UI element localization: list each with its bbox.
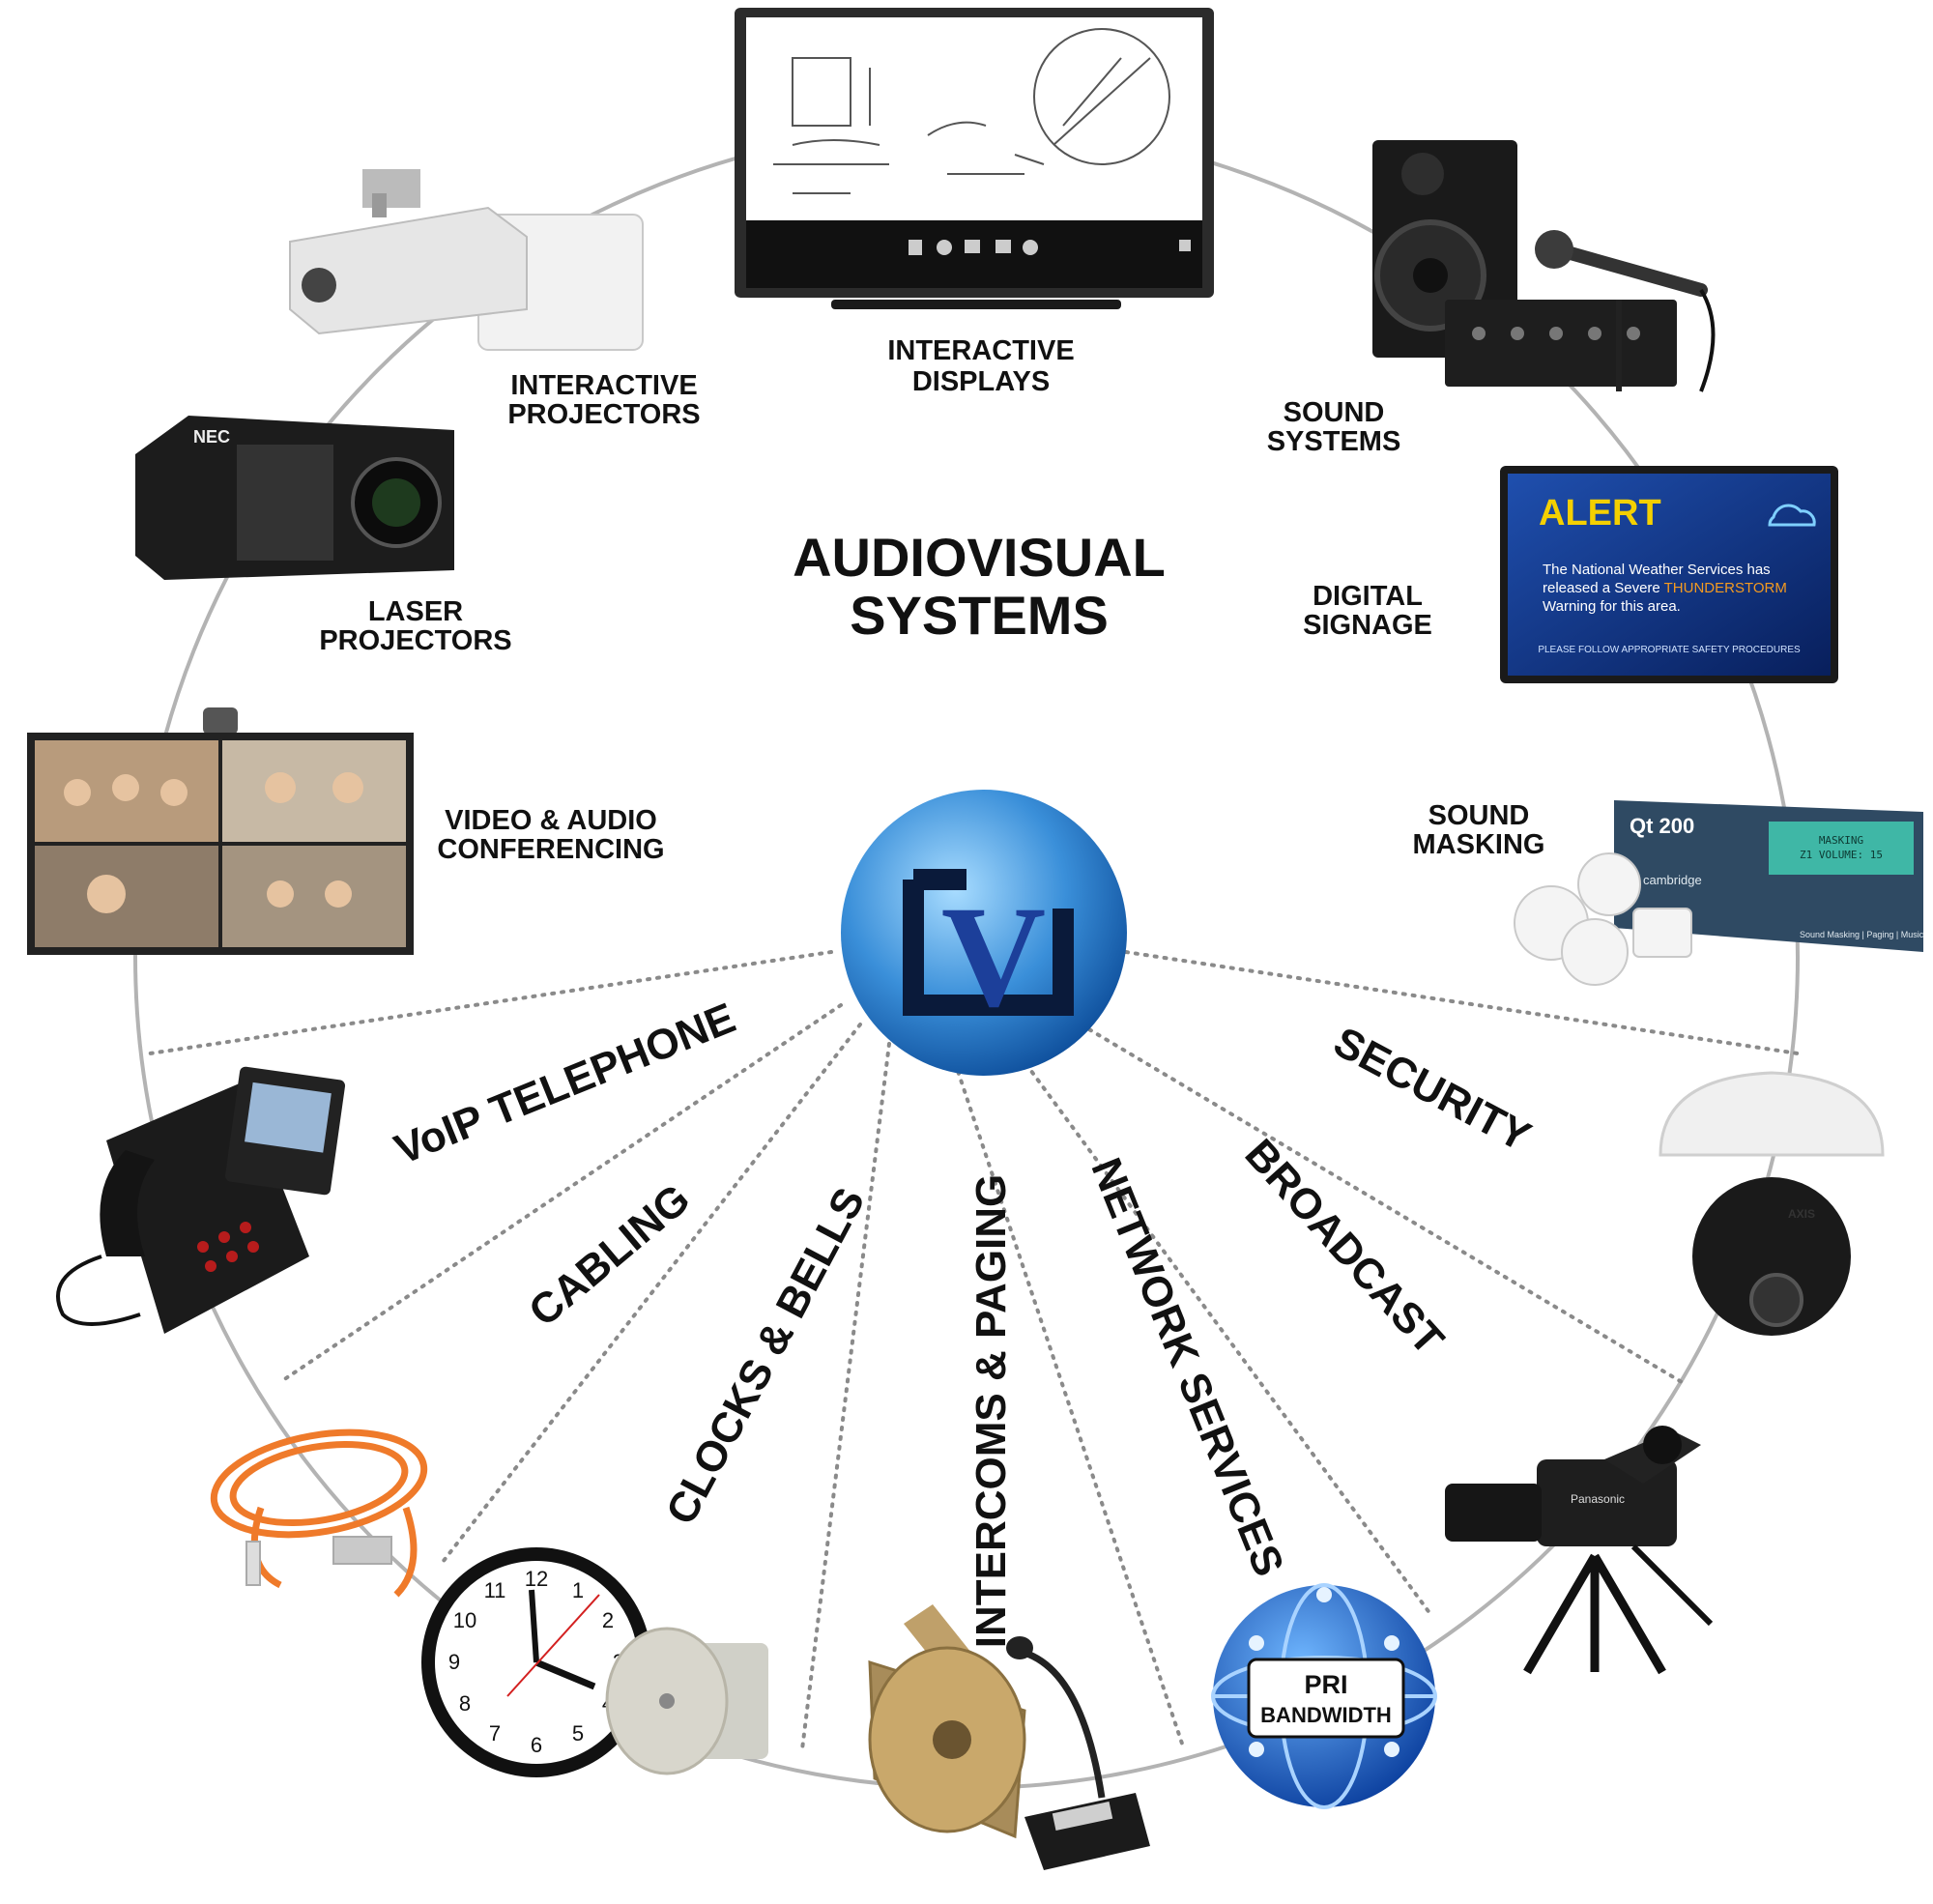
clock-5: 5 — [572, 1721, 584, 1745]
camcorder-brand: Panasonic — [1571, 1492, 1625, 1506]
signage-line1: The National Weather Services has — [1543, 562, 1771, 578]
service-spokes — [148, 950, 1800, 1751]
pri-label: PRI — [1304, 1670, 1347, 1699]
clock-7: 7 — [489, 1721, 501, 1745]
video-conferencing-image — [27, 707, 414, 955]
label-sound-masking-1: SOUND — [1428, 800, 1530, 831]
label-interactive-projectors-1: INTERACTIVE — [510, 370, 697, 401]
signage-alert: ALERT — [1539, 493, 1661, 534]
label-laser-projectors-1: LASER — [368, 596, 463, 627]
label-video-conferencing-2: CONFERENCING — [437, 834, 664, 865]
masking-footer: Sound Masking | Paging | Music — [1800, 930, 1924, 939]
label-sound-systems-2: SYSTEMS — [1267, 426, 1401, 457]
interactive-display-image — [735, 8, 1214, 309]
cabling-image — [210, 1428, 428, 1598]
diagram-title-line2: SYSTEMS — [850, 585, 1109, 646]
label-digital-signage-1: DIGITAL — [1313, 581, 1423, 612]
spoke-left — [148, 950, 833, 1055]
clock-10: 10 — [453, 1608, 476, 1632]
masking-display-1: MASKING — [1819, 834, 1863, 847]
sound-masking-image: Qt 200 MASKING Z1 VOLUME: 15 cambridge S… — [1514, 800, 1924, 986]
digital-signage-image: ALERT The National Weather Services has … — [1500, 466, 1838, 683]
signage-line3: Warning for this area. — [1543, 598, 1681, 615]
clock-6: 6 — [531, 1733, 542, 1757]
label-clocks-bells: CLOCKS & BELLS — [657, 1180, 875, 1532]
clock-11: 11 — [484, 1578, 506, 1602]
label-interactive-displays-1: INTERACTIVE — [887, 335, 1074, 366]
label-video-conferencing-1: VIDEO & AUDIO — [445, 805, 657, 836]
cloud-icon — [1768, 504, 1816, 527]
company-logo: V — [841, 790, 1127, 1076]
label-laser-projectors-2: PROJECTORS — [319, 625, 511, 656]
diagram-title-line1: AUDIOVISUAL — [793, 527, 1166, 588]
label-sound-masking-2: MASKING — [1413, 829, 1545, 860]
voip-phone-image — [56, 1066, 346, 1334]
paging-horn-image — [868, 1604, 1026, 1839]
clock-9: 9 — [448, 1650, 460, 1674]
label-sound-systems-1: SOUND — [1284, 397, 1385, 428]
sound-system-image — [1372, 140, 1716, 392]
clock-image: 12 1 2 3 4 5 6 7 8 9 10 11 — [421, 1547, 651, 1777]
clock-2: 2 — [602, 1608, 614, 1632]
clock-12: 12 — [525, 1567, 548, 1591]
security-camera-image: AXIS — [1659, 1071, 1885, 1336]
logo-letter: V — [941, 877, 1046, 1037]
masking-model: Qt 200 — [1630, 814, 1694, 838]
label-interactive-displays-2: DISPLAYS — [912, 366, 1050, 397]
masking-display-2: Z1 VOLUME: 15 — [1800, 849, 1883, 861]
desk-microphone-image — [1006, 1636, 1150, 1870]
signage-footer: PLEASE FOLLOW APPROPRIATE SAFETY PROCEDU… — [1538, 645, 1801, 655]
interactive-projector-image — [289, 169, 644, 351]
masking-brand: cambridge — [1643, 873, 1702, 887]
broadcast-camera-image: Panasonic — [1445, 1426, 1714, 1675]
bandwidth-label: BANDWIDTH — [1260, 1703, 1392, 1727]
label-voip-telephone: VoIP TELEPHONE — [389, 995, 742, 1174]
clock-1: 1 — [572, 1578, 584, 1602]
label-security: SECURITY — [1326, 1018, 1538, 1161]
label-network-services: NETWORK SERVICES — [1082, 1152, 1292, 1583]
bell-image — [605, 1627, 768, 1775]
label-cabling: CABLING — [520, 1175, 699, 1336]
laser-projector-image: NEC — [135, 416, 454, 580]
label-interactive-projectors-2: PROJECTORS — [507, 399, 700, 430]
clock-8: 8 — [459, 1691, 471, 1716]
pri-bandwidth-globe: PRI BANDWIDTH — [1211, 1583, 1437, 1809]
label-intercoms-paging: INTERCOMS & PAGING — [967, 1174, 1015, 1649]
label-broadcast: BROADCAST — [1236, 1130, 1454, 1364]
label-digital-signage-2: SIGNAGE — [1303, 610, 1432, 641]
signage-line2: released a Severe THUNDERSTORM — [1543, 580, 1787, 596]
laser-projector-brand: NEC — [193, 427, 230, 447]
spoke-right — [1124, 950, 1800, 1055]
camera-brand: AXIS — [1788, 1207, 1815, 1221]
